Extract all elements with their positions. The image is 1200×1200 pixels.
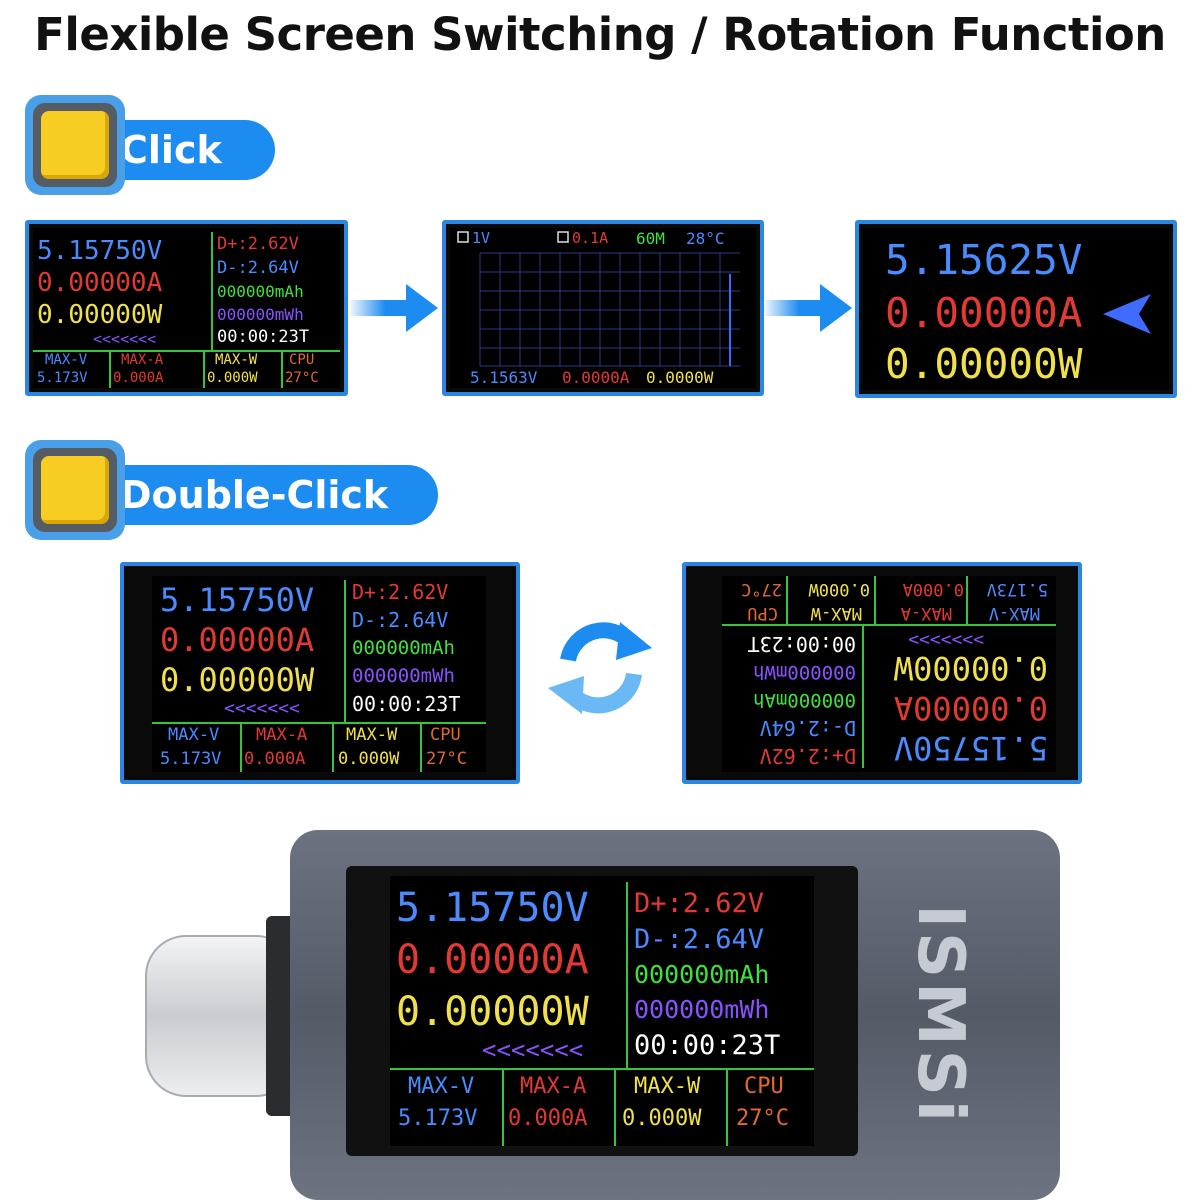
- voltage-reading: 5.15750V: [160, 581, 315, 619]
- max-w-value: 0.000W: [622, 1106, 702, 1131]
- max-v-label: MAX-V: [168, 725, 220, 745]
- big-power: 0.00000W: [885, 340, 1083, 388]
- max-a-value: 0.000A: [508, 1106, 588, 1131]
- cpu-value: 27°C: [741, 579, 782, 599]
- max-v-label: MAX-V: [988, 603, 1040, 623]
- max-w-value: 0.000W: [207, 370, 258, 386]
- max-v-value: 5.173V: [986, 579, 1048, 599]
- graph-power: 0.0000W: [646, 368, 714, 387]
- current-reading: 0.00000A: [893, 689, 1048, 727]
- screen-large-mode: 5.15625V 0.00000A 0.00000W: [855, 220, 1177, 398]
- graph-voltage: 5.1563V: [470, 368, 538, 387]
- cpu-label: CPU: [747, 603, 778, 623]
- max-a-value: 0.000A: [113, 370, 164, 386]
- max-a-value: 0.000A: [902, 579, 964, 599]
- dminus-reading: D-:2.64V: [217, 258, 299, 278]
- direction-arrows: >>>>>>>: [908, 629, 984, 650]
- dminus-reading: D-:2.64V: [759, 716, 856, 740]
- big-voltage: 5.15625V: [885, 236, 1083, 284]
- brand-logo: ISMSi: [903, 904, 977, 1126]
- power-reading: 0.00000W: [160, 661, 315, 699]
- power-reading: 0.00000W: [893, 649, 1048, 687]
- direction-arrows: <<<<<<<: [482, 1036, 584, 1064]
- button-icon: [25, 440, 125, 540]
- max-w-label: MAX-W: [215, 352, 258, 368]
- voltage-reading: 5.15750V: [396, 885, 589, 931]
- time-reading: 00:00:23T: [634, 1030, 781, 1061]
- double-click-badge: Double-Click: [0, 440, 440, 540]
- click-badge: Click: [0, 95, 290, 195]
- max-v-value: 5.173V: [160, 749, 222, 769]
- mwh-reading: 000000mWh: [352, 665, 455, 687]
- current-reading: 0.00000A: [160, 621, 315, 659]
- amp-scale: 0.1A: [572, 229, 609, 247]
- direction-arrows: <<<<<<<: [93, 330, 157, 348]
- direction-arrows: <<<<<<<: [224, 698, 300, 719]
- max-v-label: MAX-V: [408, 1074, 475, 1099]
- mwh-reading: 000000mWh: [753, 661, 856, 683]
- dminus-reading: D-:2.64V: [352, 608, 449, 632]
- power-reading: 0.00000W: [396, 989, 589, 1035]
- max-a-label: MAX-A: [256, 725, 308, 745]
- max-a-label: MAX-A: [900, 603, 952, 623]
- mwh-reading: 000000mWh: [217, 305, 304, 324]
- max-w-value: 0.000W: [338, 749, 400, 769]
- dplus-reading: D+:2.62V: [759, 744, 856, 768]
- voltage-reading: 5.15750V: [893, 729, 1048, 767]
- mah-reading: 000000mAh: [217, 282, 304, 301]
- max-v-value: 5.173V: [37, 370, 88, 386]
- max-a-value: 0.000A: [244, 749, 306, 769]
- time-reading: 00:00:23T: [352, 692, 461, 716]
- duration-label: 60M: [636, 229, 665, 248]
- direction-pointer-icon: [1103, 294, 1151, 334]
- screen-normal-orientation: 5.15750V 0.00000A 0.00000W <<<<<<< D+:2.…: [120, 562, 520, 784]
- current-reading: 0.00000A: [37, 268, 163, 298]
- time-reading: 00:00:23T: [217, 327, 310, 347]
- max-a-label: MAX-A: [520, 1074, 587, 1099]
- power-reading: 0.00000W: [37, 300, 163, 330]
- volt-scale: 1V: [472, 229, 491, 247]
- page-title: Flexible Screen Switching / Rotation Fun…: [34, 8, 1166, 61]
- graph-current: 0.0000A: [562, 368, 630, 387]
- screen-main-mode: 5.15750V 0.00000A 0.00000W <<<<<<< D+:2.…: [25, 220, 348, 396]
- mah-reading: 000000mAh: [634, 960, 770, 989]
- max-w-label: MAX-W: [634, 1074, 701, 1099]
- max-v-label: MAX-V: [45, 352, 88, 368]
- cpu-label: CPU: [430, 725, 461, 745]
- dplus-reading: D+:2.62V: [217, 234, 299, 254]
- cpu-value: 27°C: [426, 749, 467, 769]
- device-display: 5.15750V 0.00000A 0.00000W <<<<<<< D+:2.…: [390, 876, 814, 1146]
- dplus-reading: D+:2.62V: [634, 888, 765, 919]
- dplus-reading: D+:2.62V: [352, 580, 449, 604]
- time-reading: 00:00:23T: [747, 632, 856, 656]
- usb-tester-device: 5.15750V 0.00000A 0.00000W <<<<<<< D+:2.…: [140, 830, 1060, 1200]
- cpu-value: 27°C: [285, 370, 319, 386]
- max-w-label: MAX-W: [810, 603, 862, 623]
- voltage-graph: [457, 231, 740, 367]
- rotate-icon: [548, 622, 652, 714]
- max-w-value: 0.000W: [808, 579, 870, 599]
- cpu-label: CPU: [744, 1074, 784, 1099]
- arrow-right-icon: [348, 284, 438, 332]
- mah-reading: 000000mAh: [753, 689, 856, 711]
- dminus-reading: D-:2.64V: [634, 924, 765, 955]
- cpu-value: 27°C: [736, 1106, 789, 1131]
- max-w-label: MAX-W: [346, 725, 398, 745]
- voltage-reading: 5.15750V: [37, 236, 163, 266]
- big-current: 0.00000A: [885, 289, 1083, 337]
- cpu-label: CPU: [289, 352, 315, 368]
- button-icon: [25, 95, 125, 195]
- screen-rotated-orientation: 5.15750V 0.00000A 0.00000W >>>>>>> D+:2.…: [682, 562, 1082, 784]
- current-reading: 0.00000A: [396, 937, 589, 983]
- max-a-label: MAX-A: [121, 352, 164, 368]
- arrow-right-icon: [762, 284, 852, 332]
- mah-reading: 000000mAh: [352, 637, 455, 659]
- temp-label: 28°C: [686, 229, 725, 248]
- screen-graph-mode: 1V 0.1A 60M 28°C 5.1563V 0.0000A 0.0000W: [442, 220, 764, 396]
- max-v-value: 5.173V: [398, 1106, 478, 1131]
- mwh-reading: 000000mWh: [634, 995, 770, 1024]
